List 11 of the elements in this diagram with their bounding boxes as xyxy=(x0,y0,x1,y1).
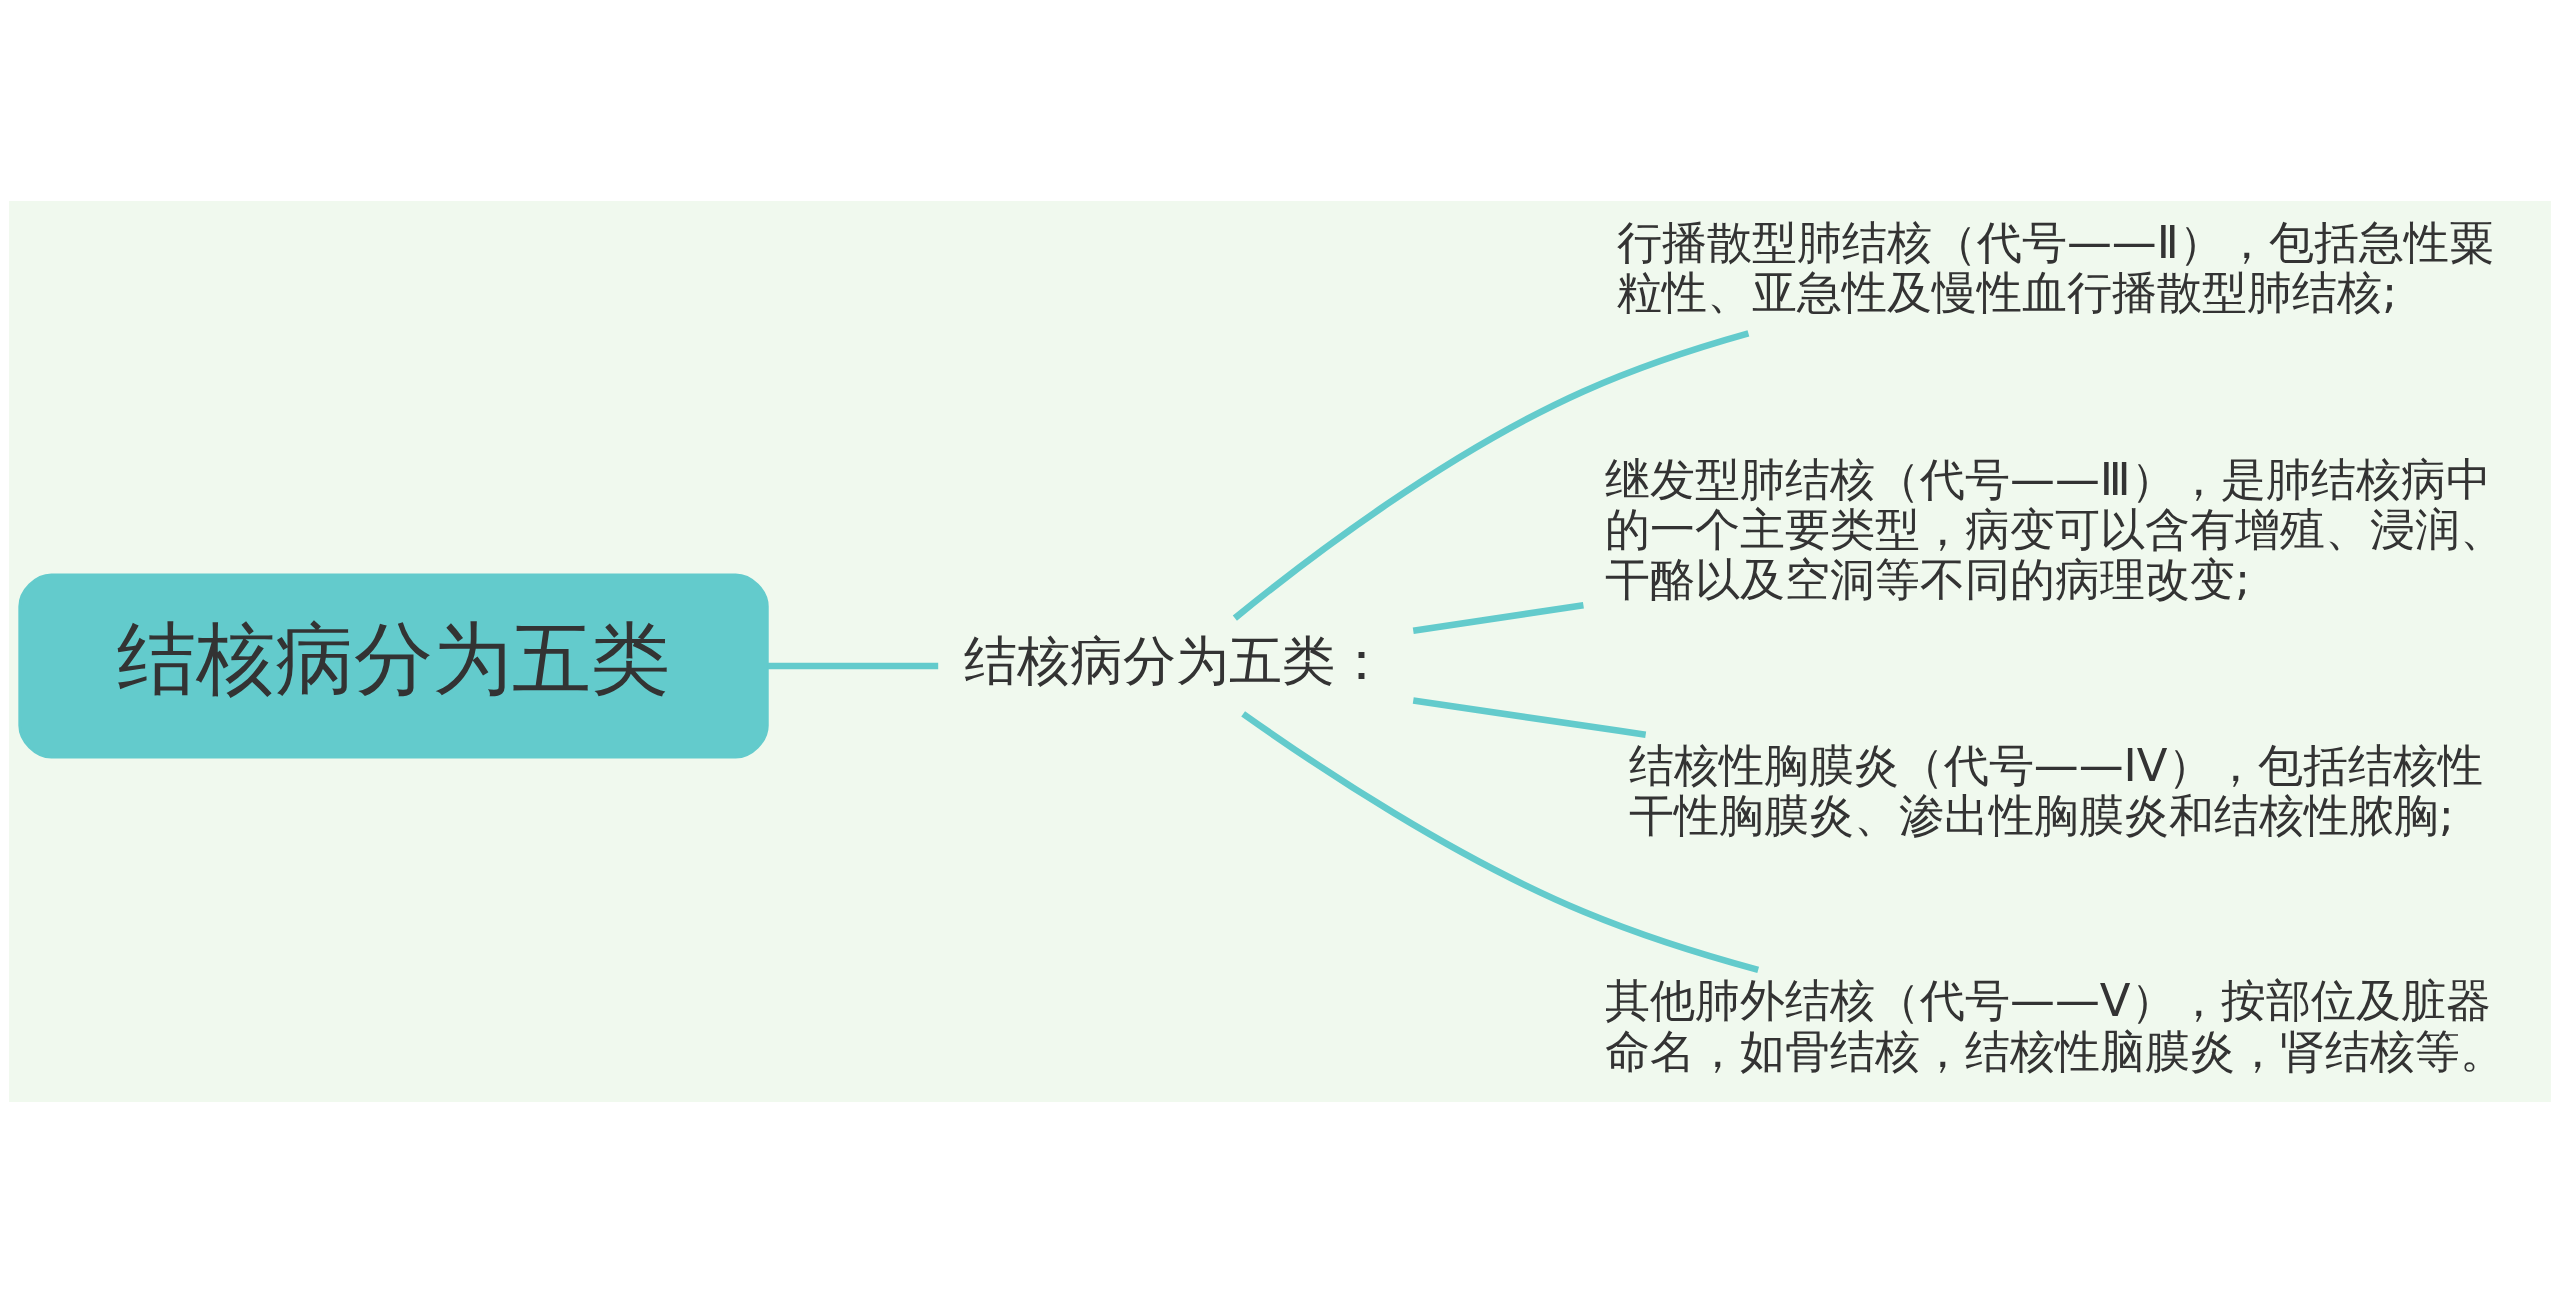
node-text: 结核病分为五类： xyxy=(963,630,1388,692)
node-text: 行播散型肺结核（代号——Ⅱ），包括急性粟粒性、亚急性及慢性血行播散型肺结核; xyxy=(1616,216,2494,320)
node-text: 结核性胸膜炎（代号——IV），包括结核性干性胸膜炎、渗出性胸膜炎和结核性脓胸; xyxy=(1628,739,2483,843)
node-box: 结核病分为五类 xyxy=(18,573,769,759)
connector xyxy=(1412,697,1647,738)
connector xyxy=(1232,330,1750,621)
node-text: 继发型肺结核（代号——Ⅲ），是肺结核病中的一个主要类型，病变可以含有增殖、浸润、干酪以及空洞等不同的病理改变; xyxy=(1604,452,2505,606)
node-text: 其他肺外结核（代号——Ⅴ），按部位及脏器命名，如骨结核，结核性脑膜炎，肾结核等。 xyxy=(1604,974,2505,1078)
connector xyxy=(1412,602,1584,635)
connector xyxy=(1241,711,1760,974)
connector xyxy=(767,662,939,670)
